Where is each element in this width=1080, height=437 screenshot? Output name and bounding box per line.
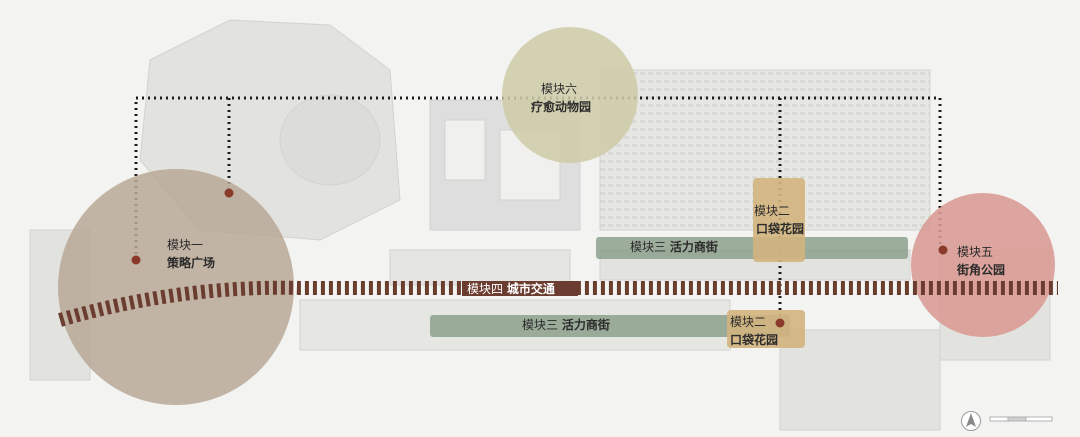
module6-label: 模块六 疗愈动物园 xyxy=(531,80,591,116)
module4-number: 模块四 xyxy=(467,282,504,296)
module3-bottom-label: 模块三 活力商街 xyxy=(522,317,610,333)
module2-bottom-name: 口袋花园 xyxy=(730,333,779,347)
module1-circle xyxy=(58,169,294,405)
street-band-top xyxy=(596,237,908,259)
module3-top-label: 模块三 活力商街 xyxy=(630,239,718,255)
module2-top-number: 模块二 xyxy=(754,204,791,218)
transport-line xyxy=(58,280,1058,327)
module1-label: 模块一 策略广场 xyxy=(167,236,215,272)
module2-bottom-number: 模块二 xyxy=(730,315,767,329)
module2-top-label: 模块二 口袋花园 xyxy=(754,202,804,238)
module1-number: 模块一 xyxy=(167,238,204,252)
scale-bar-icon xyxy=(989,416,1053,422)
module2-top-name: 口袋花园 xyxy=(756,222,805,236)
pocket-garden-box-top xyxy=(753,178,805,262)
module3-bottom-name: 活力商街 xyxy=(561,318,610,332)
street-band-bottom xyxy=(430,315,790,337)
module4-label: 模块四 城市交通 xyxy=(467,281,555,297)
module3-bottom-number: 模块三 xyxy=(522,318,559,332)
module5-name: 街角公园 xyxy=(957,263,1006,277)
node-dots xyxy=(131,188,948,328)
module6-number: 模块六 xyxy=(541,82,578,96)
module3-top-number: 模块三 xyxy=(630,240,667,254)
module3-top-name: 活力商街 xyxy=(669,240,718,254)
module6-name: 疗愈动物园 xyxy=(531,100,592,114)
module5-circle xyxy=(911,193,1055,337)
module6-circle xyxy=(502,27,638,163)
module4-name: 城市交通 xyxy=(506,282,555,296)
module2-bottom-label: 模块二 口袋花园 xyxy=(730,313,778,349)
module5-label: 模块五 街角公园 xyxy=(957,243,1005,279)
north-arrow-icon xyxy=(961,411,981,431)
module1-name: 策略广场 xyxy=(167,256,216,270)
module5-number: 模块五 xyxy=(957,245,994,259)
pocket-garden-box-bottom xyxy=(727,310,805,348)
